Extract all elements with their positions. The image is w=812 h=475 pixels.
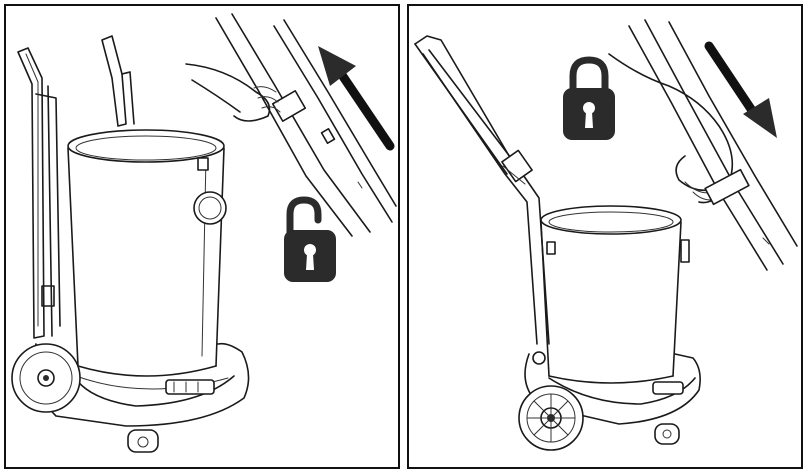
locked-padlock-icon: [563, 56, 615, 140]
arrow-down-icon: [704, 41, 777, 138]
hand-pushing-handle: [608, 19, 798, 271]
vacuum-base: [518, 351, 701, 451]
vacuum-base: [11, 342, 250, 453]
panel-handle-unlocked: [4, 4, 400, 469]
unlocked-padlock-icon: [284, 196, 336, 282]
vacuum-canister: [67, 129, 227, 377]
vacuum-illustration-left: [11, 13, 397, 453]
hand-pulling-handle: [185, 13, 397, 237]
telescopic-handle: [17, 35, 135, 339]
vacuum-canister: [540, 205, 690, 384]
telescopic-handle: [414, 35, 550, 345]
vacuum-illustration-right: [414, 19, 798, 451]
panel-handle-locked: [407, 4, 803, 469]
arrow-up-icon: [318, 46, 395, 151]
